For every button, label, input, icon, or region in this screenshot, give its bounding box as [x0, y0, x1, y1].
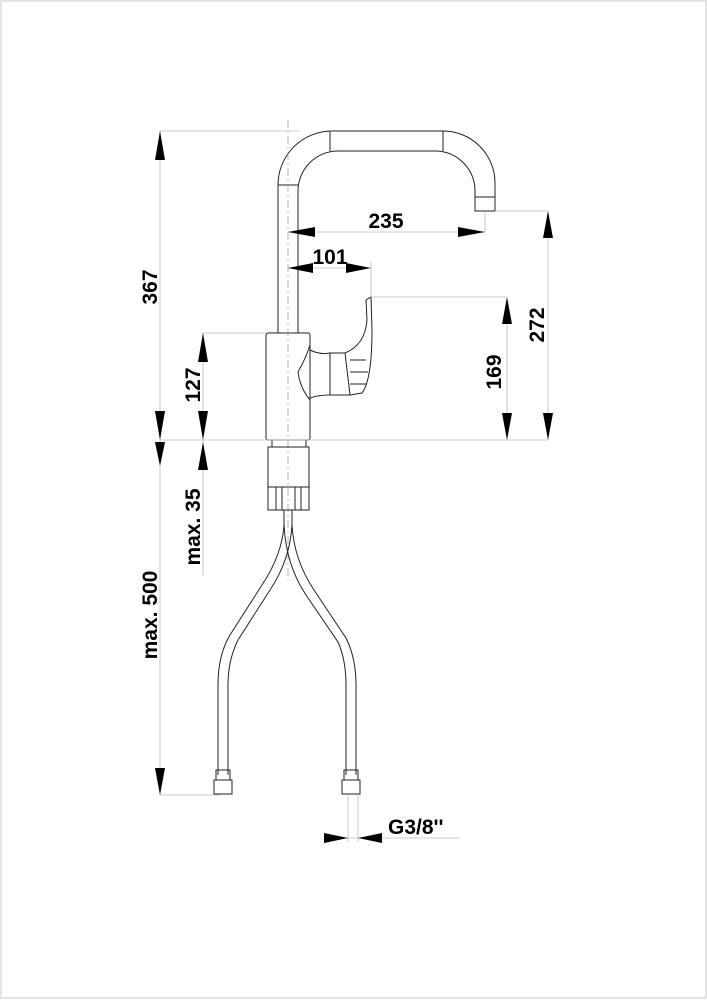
dim-101-label: 101	[312, 246, 347, 269]
dim-127-label: 127	[182, 367, 205, 402]
dim-max-35-label: max. 35	[182, 488, 205, 565]
dim-max-500-label: max. 500	[139, 571, 162, 660]
dim-367-label: 367	[139, 269, 162, 304]
dim-235-label: 235	[368, 210, 403, 233]
dimension-arrows	[155, 131, 553, 843]
faucet-outline	[213, 120, 496, 795]
dim-272-label: 272	[526, 307, 549, 342]
dim-169-label: 169	[483, 354, 506, 389]
thread-size-label: G3/8''	[388, 816, 444, 839]
